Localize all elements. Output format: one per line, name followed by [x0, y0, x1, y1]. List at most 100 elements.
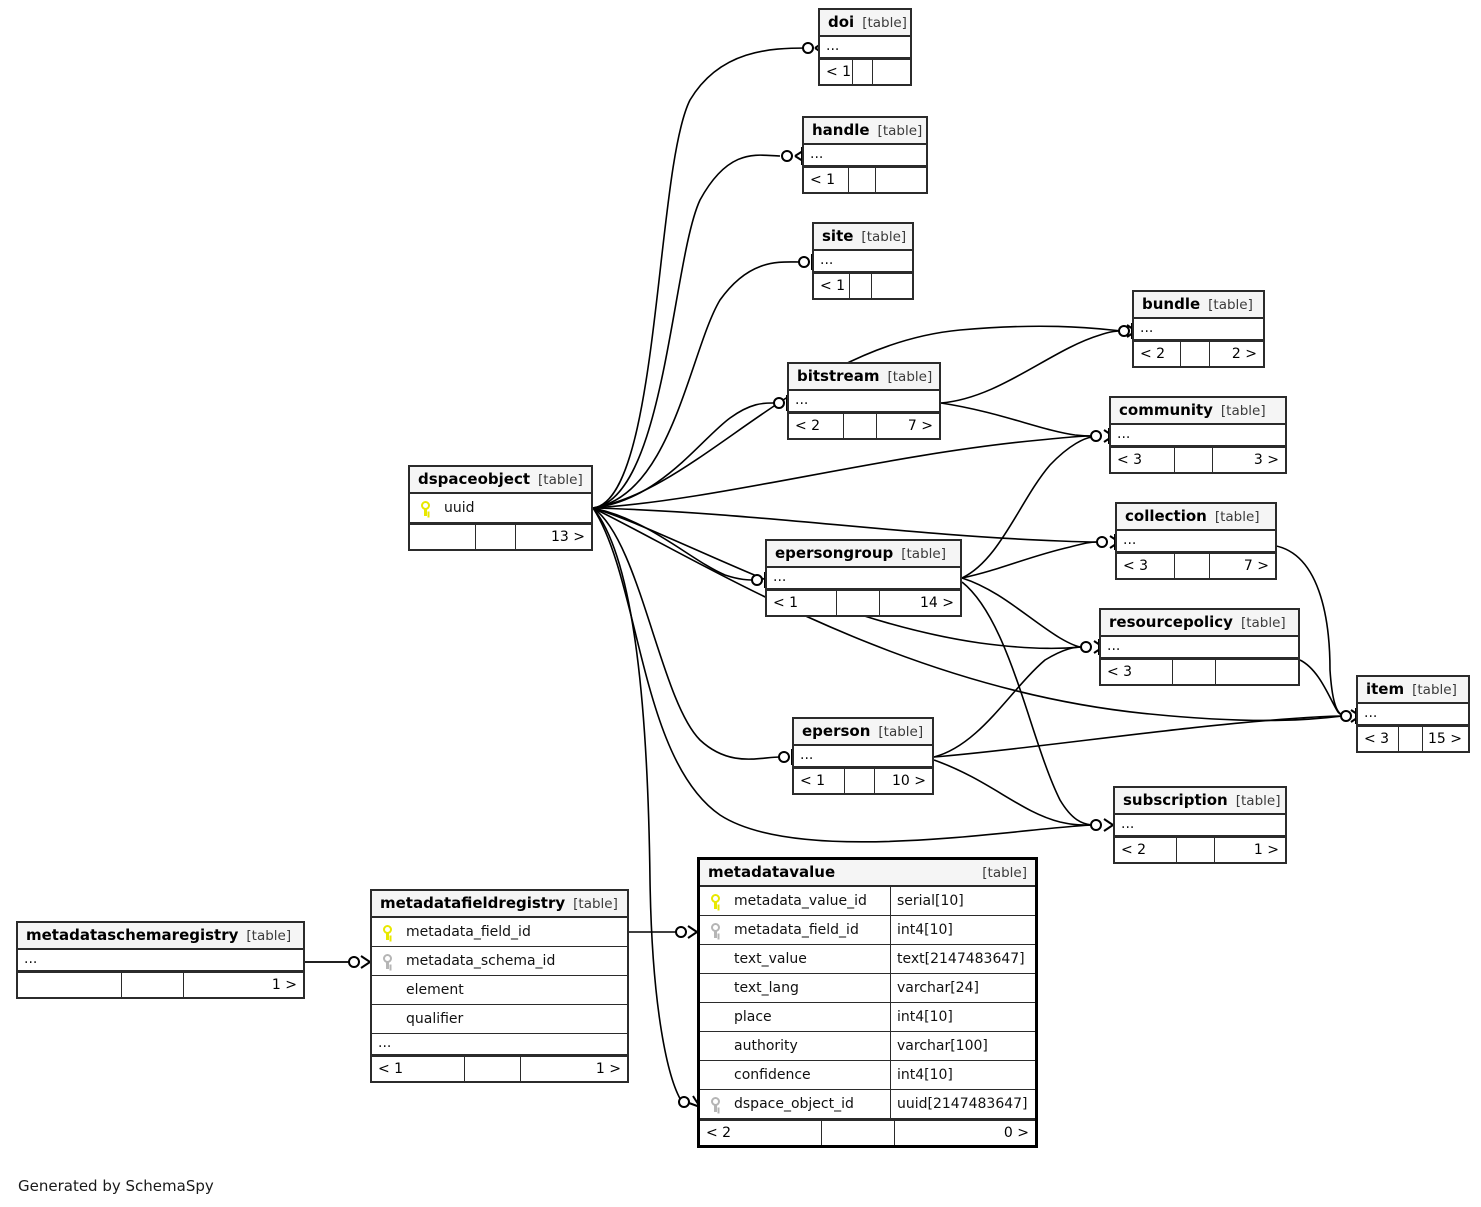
table-resourcepolicy-name: resourcepolicy — [1109, 613, 1233, 631]
foreign-key-icon — [700, 922, 730, 938]
table-collection-columns-ellipsis: ... — [1117, 531, 1275, 552]
table-eperson-footer-left: < 1 — [800, 773, 826, 789]
column-name: text_lang — [734, 980, 799, 996]
table-metadatavalue-header: metadatavalue [table] — [700, 860, 1035, 887]
table-bitstream[interactable]: bitstream [table] ... < 2 7 > — [787, 362, 941, 440]
table-item-footer-left: < 3 — [1364, 731, 1390, 747]
table-metadatavalue-tag: [table] — [982, 865, 1027, 881]
table-subscription-name: subscription — [1123, 791, 1228, 809]
table-metadatafieldregistry-header: metadatafieldregistry [table] — [372, 891, 627, 918]
table-epersongroup-footer-mid — [836, 591, 878, 615]
table-epersongroup[interactable]: epersongroup [table] ... < 1 14 > — [765, 539, 962, 617]
table-collection-footer-right: 7 > — [1208, 554, 1275, 578]
table-dspaceobject[interactable]: dspaceobject [table] uuid 13 > — [408, 465, 593, 551]
column-row-metadata-value-id[interactable]: metadata_value_id serial[10] — [700, 887, 1035, 916]
column-row-element[interactable]: element — [372, 976, 627, 1005]
table-subscription[interactable]: subscription [table] ... < 2 1 > — [1113, 786, 1287, 864]
table-doi-footer-mid — [852, 60, 872, 84]
table-collection[interactable]: collection [table] ... < 3 7 > — [1115, 502, 1277, 580]
table-site-name: site — [822, 227, 854, 245]
table-collection-footer-mid — [1173, 554, 1209, 578]
table-eperson-footer-right: 10 > — [874, 769, 932, 793]
table-item[interactable]: item [table] ... < 3 15 > — [1356, 675, 1470, 753]
table-community-footer-right: 3 > — [1211, 448, 1285, 472]
table-epersongroup-footer-left: < 1 — [773, 595, 799, 611]
column-name: metadata_value_id — [734, 893, 867, 909]
table-collection-tag: [table] — [1214, 509, 1260, 525]
table-resourcepolicy-columns-ellipsis: ... — [1101, 637, 1298, 658]
table-handle[interactable]: handle [table] ... < 1 — [802, 116, 928, 194]
table-site-footer-mid — [849, 274, 871, 298]
table-eperson[interactable]: eperson [table] ... < 1 10 > — [792, 717, 934, 795]
column-row-confidence[interactable]: confidence int4[10] — [700, 1061, 1035, 1090]
table-metadataschemaregistry-tag: [table] — [246, 928, 292, 944]
column-row-authority[interactable]: authority varchar[100] — [700, 1032, 1035, 1061]
table-metadatavalue-name: metadatavalue — [708, 863, 836, 881]
table-dspaceobject-header: dspaceobject [table] — [410, 467, 591, 494]
table-dspaceobject-footer-right: 13 > — [514, 525, 591, 549]
table-item-tag: [table] — [1412, 682, 1457, 698]
column-name: place — [734, 1009, 772, 1025]
table-metadataschemaregistry[interactable]: metadataschemaregistry [table] ... 1 > — [16, 921, 305, 999]
column-name: uuid — [444, 500, 475, 516]
table-doi-footer: < 1 — [820, 58, 910, 84]
column-type: uuid[2147483647] — [890, 1090, 1035, 1118]
table-handle-footer: < 1 — [804, 166, 926, 192]
table-resourcepolicy-footer-mid — [1171, 660, 1215, 684]
column-row-place[interactable]: place int4[10] — [700, 1003, 1035, 1032]
column-row-metadata-schema-id[interactable]: metadata_schema_id — [372, 947, 627, 976]
table-community-name: community — [1119, 401, 1213, 419]
column-type: int4[10] — [890, 1003, 1035, 1031]
table-epersongroup-header: epersongroup [table] — [767, 541, 960, 568]
column-row-metadata-field-id[interactable]: metadata_field_id — [372, 918, 627, 947]
generated-by-credit: Generated by SchemaSpy — [18, 1177, 214, 1195]
table-resourcepolicy[interactable]: resourcepolicy [table] ... < 3 — [1099, 608, 1300, 686]
table-bundle-tag: [table] — [1208, 297, 1253, 313]
table-bitstream-footer-mid — [843, 414, 876, 438]
foreign-key-icon — [700, 1096, 730, 1112]
table-metadatafieldregistry[interactable]: metadatafieldregistry [table] metadata_f… — [370, 889, 629, 1083]
table-metadataschemaregistry-footer-right: 1 > — [183, 973, 303, 997]
table-metadatafieldregistry-footer-mid — [463, 1057, 520, 1081]
table-bundle[interactable]: bundle [table] ... < 2 2 > — [1132, 290, 1265, 368]
column-name: metadata_field_id — [734, 922, 859, 938]
table-metadatafieldregistry-name: metadatafieldregistry — [380, 894, 566, 912]
table-subscription-columns-ellipsis: ... — [1115, 815, 1285, 836]
table-bitstream-tag: [table] — [887, 369, 933, 385]
table-subscription-header: subscription [table] — [1115, 788, 1285, 815]
table-community-header: community [table] — [1111, 398, 1285, 425]
column-type: int4[10] — [890, 1061, 1035, 1089]
table-eperson-footer-mid — [843, 769, 874, 793]
table-site[interactable]: site [table] ... < 1 — [812, 222, 914, 300]
table-metadatavalue[interactable]: metadatavalue [table] metadata_value_id … — [697, 857, 1038, 1148]
table-eperson-header: eperson [table] — [794, 719, 932, 746]
column-row-qualifier[interactable]: qualifier — [372, 1005, 627, 1034]
column-row-metadata-field-id[interactable]: metadata_field_id int4[10] — [700, 916, 1035, 945]
table-resourcepolicy-footer-left: < 3 — [1107, 664, 1133, 680]
table-eperson-footer: < 1 10 > — [794, 767, 932, 793]
table-subscription-footer-mid — [1176, 838, 1213, 862]
table-metadataschemaregistry-footer: 1 > — [18, 971, 303, 997]
table-site-footer-right — [870, 274, 912, 298]
column-row-dspace-object-id[interactable]: dspace_object_id uuid[2147483647] — [700, 1090, 1035, 1119]
primary-key-icon — [700, 893, 730, 909]
table-doi[interactable]: doi [table] ... < 1 — [818, 8, 912, 86]
column-name: element — [406, 982, 464, 998]
primary-key-icon — [410, 500, 440, 516]
table-community-footer-left: < 3 — [1117, 452, 1143, 468]
table-community[interactable]: community [table] ... < 3 3 > — [1109, 396, 1287, 474]
table-metadataschemaregistry-footer-left — [18, 973, 121, 997]
table-site-header: site [table] — [814, 224, 912, 251]
column-type: varchar[24] — [890, 974, 1035, 1002]
table-community-footer: < 3 3 > — [1111, 446, 1285, 472]
table-item-columns-ellipsis: ... — [1358, 704, 1468, 725]
column-row-text-value[interactable]: text_value text[2147483647] — [700, 945, 1035, 974]
table-metadatavalue-footer: < 2 0 > — [700, 1119, 1035, 1145]
table-dspaceobject-tag: [table] — [538, 472, 583, 488]
table-bitstream-name: bitstream — [797, 367, 880, 385]
column-row-text-lang[interactable]: text_lang varchar[24] — [700, 974, 1035, 1003]
table-doi-footer-right — [872, 60, 910, 84]
table-epersongroup-name: epersongroup — [775, 544, 894, 562]
column-row-uuid[interactable]: uuid — [410, 494, 591, 523]
